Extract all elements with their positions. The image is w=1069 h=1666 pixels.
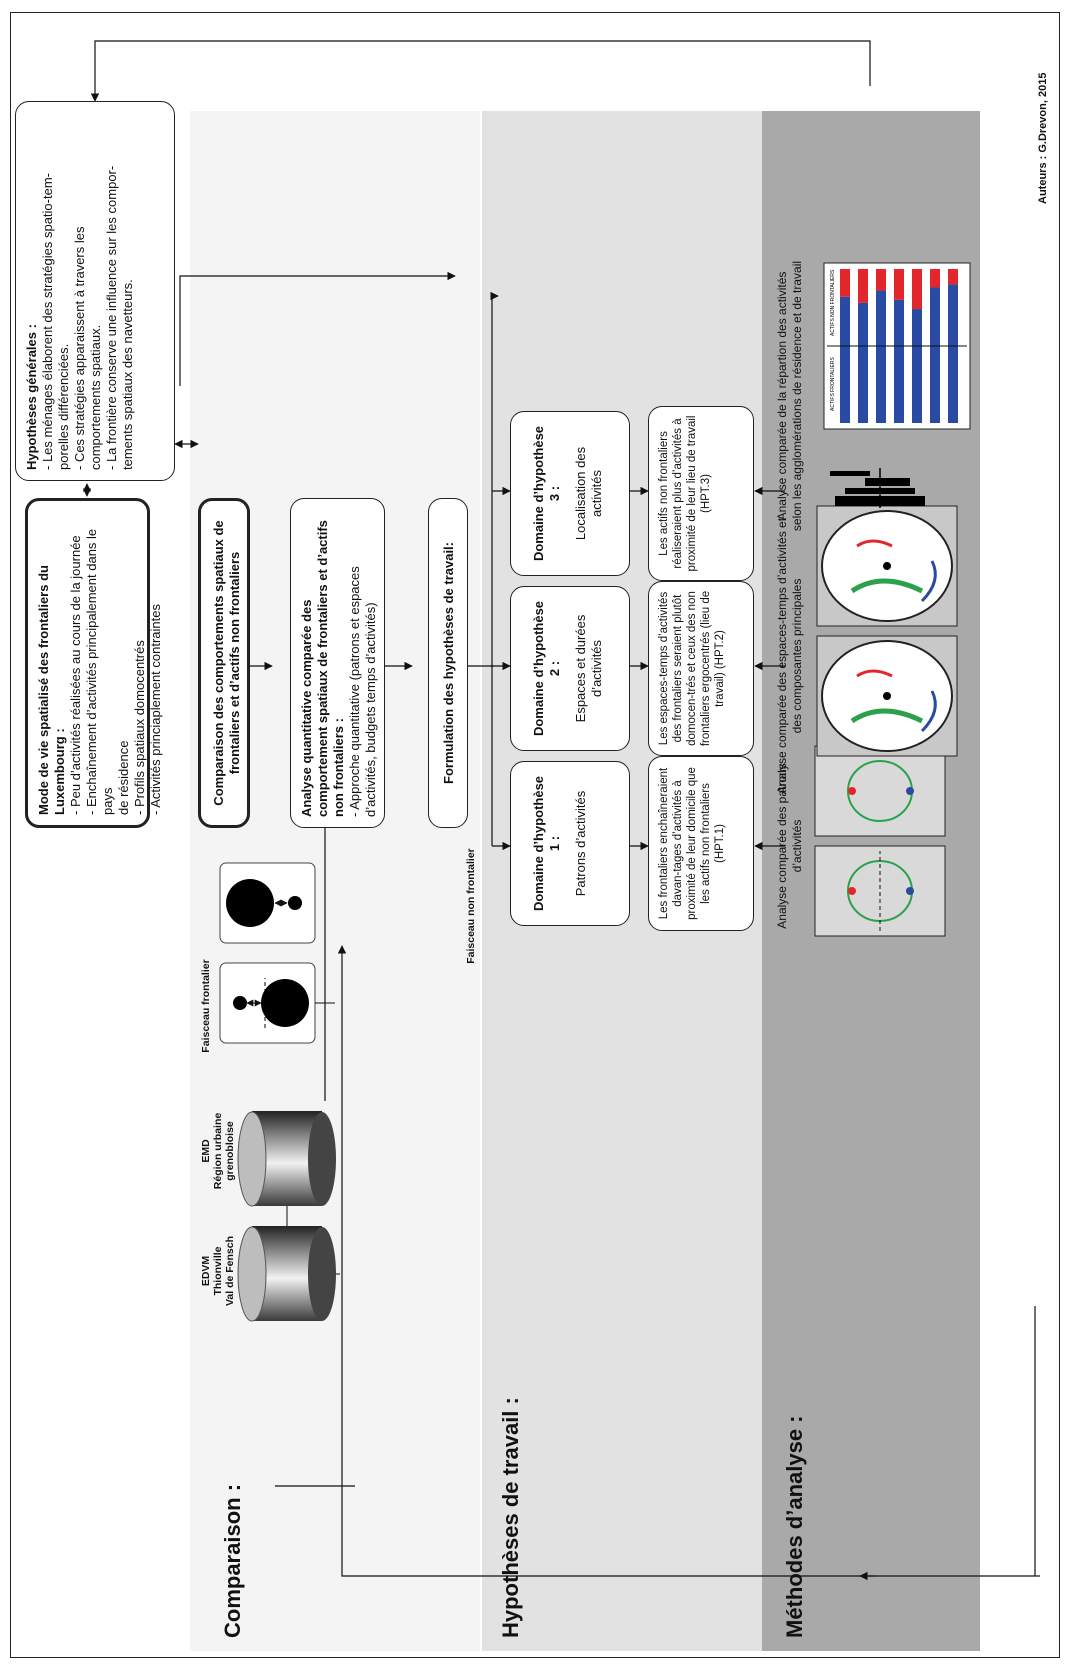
method-caption-3: Analyse comparée de la répartion des act… <box>775 260 804 532</box>
hypothesis-box-1: Les frontaliers enchaîneraient davan-tag… <box>648 756 754 931</box>
bar-label-a: ACTIFS FRONTALIERS <box>830 357 836 411</box>
analysis-lines: - Approche quantitative (patrons et espa… <box>347 566 378 817</box>
pca-plot-icon <box>830 468 925 508</box>
bar-segment-blue <box>858 302 868 423</box>
repartition-bar-chart: ACTIFS FRONTALIERS ACTIFS NON FRONTALIER… <box>823 262 971 430</box>
faisceau-non-frontalier-icon <box>219 862 316 944</box>
analysis-box: Analyse quantitative comparée des compor… <box>290 498 385 828</box>
comparison-box: Comparaison des comportements spatiaux d… <box>198 498 250 828</box>
bar-segment-blue <box>930 287 940 423</box>
mode-de-vie-box: Mode de vie spatialisé des frontaliers d… <box>25 498 163 828</box>
patron-thumbnail <box>814 745 946 937</box>
formulation-box: Formulation des hypothèses de travail: <box>428 498 468 828</box>
domain-box-1: Domaine d’hypothèse 1 : Patrons d’activi… <box>510 761 630 926</box>
mode-de-vie-title: Mode de vie spatialisé des frontaliers d… <box>36 565 67 815</box>
bar-segment-blue <box>948 284 958 423</box>
bar-segment-red <box>858 269 868 303</box>
analysis-title: Analyse quantitative comparée des compor… <box>299 520 346 817</box>
domain-2-title: Domaine d’hypothèse 2 : <box>531 600 562 737</box>
bar-segment-red <box>948 268 958 285</box>
dataset-label-emd: EMD Région urbaine grenobloise <box>200 1112 236 1190</box>
domain-box-3: Domaine d’hypothèse 3 : Localisation des… <box>510 411 630 576</box>
bar-segment-red <box>894 269 904 300</box>
domain-2-subtitle: Espaces et durées d’activités <box>573 614 604 723</box>
bar-segment-red <box>876 268 886 291</box>
bar-label-b: ACTIFS NON FRONTALIERS <box>830 269 836 336</box>
bar-segment-blue <box>876 290 886 423</box>
cylinder-edvm <box>237 1226 336 1322</box>
method-caption-2: Analyse comparée des espaces-temps d’act… <box>775 517 804 795</box>
domain-1-title: Domaine d’hypothèse 1 : <box>531 775 562 912</box>
cylinder-emd <box>237 1111 336 1207</box>
bar-segment-red <box>912 269 922 310</box>
hypothesis-box-3: Les actifs non frontaliers réaliseraient… <box>648 406 754 581</box>
space-time-thumbnail <box>816 505 958 757</box>
general-hypotheses-title: Hypothèses générales : <box>24 324 39 470</box>
bar-segment-blue <box>840 296 850 423</box>
dataset-label-edvm: EDVM Thionville Val de Fensch <box>200 1235 236 1307</box>
bar-segment-blue <box>912 309 922 423</box>
faisceau-frontalier-icon <box>219 962 316 1044</box>
domain-box-2: Domaine d’hypothèse 2 : Espaces et durée… <box>510 586 630 751</box>
general-hypotheses-lines: - Les ménages élaborent des stratégies s… <box>40 165 135 470</box>
bar-segment-red <box>840 269 850 297</box>
domain-3-subtitle: Localisation des activités <box>573 446 604 541</box>
hypothesis-box-2: Les espaces-temps d’activités des fronta… <box>648 581 754 756</box>
faisceau-non-frontalier-label: Faisceau non frontalier <box>465 848 477 964</box>
dataset-cylinders <box>237 1111 340 1322</box>
bar-segment-blue <box>894 299 904 423</box>
domain-1-subtitle: Patrons d’activités <box>573 790 588 897</box>
mode-de-vie-lines: - Peu d’activités réalisées au cours de … <box>68 528 163 815</box>
general-hypotheses-box: Hypothèses générales : - Les ménages éla… <box>15 101 175 481</box>
faisceaux-icons <box>219 862 335 1044</box>
faisceau-frontalier-label: Faisceau frontalier <box>200 959 212 1053</box>
bar-segment-red <box>930 268 940 288</box>
domain-3-title: Domaine d’hypothèse 3 : <box>531 425 562 562</box>
